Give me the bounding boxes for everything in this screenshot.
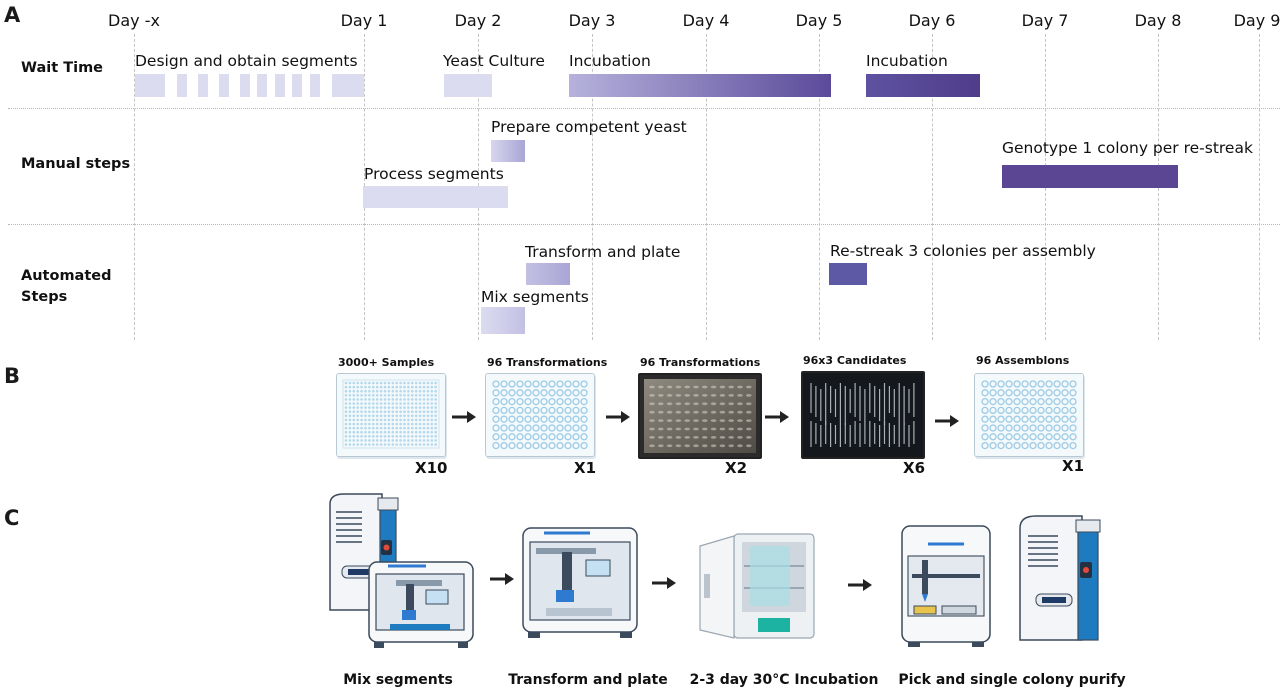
incubator-icon	[699, 533, 815, 639]
day-gridline	[819, 34, 820, 340]
arrow-right-icon	[606, 411, 630, 423]
task-incubation-1-label: Incubation	[569, 52, 651, 70]
panel-b-step-1-multiplier: X10	[415, 459, 448, 477]
arrow-right-icon	[452, 411, 476, 423]
task-prepare-competent-label: Prepare competent yeast	[491, 118, 687, 136]
task-process-segments-label: Process segments	[364, 165, 504, 183]
task-incubation-2-bar	[866, 74, 980, 97]
task-mix-segments-bar	[481, 307, 525, 334]
task-mix-segments-label: Mix segments	[481, 288, 589, 306]
arrow-right-icon	[490, 573, 514, 585]
day-label-5: Day 5	[795, 11, 843, 30]
day-label-1: Day 1	[340, 11, 388, 30]
panel-c-letter: C	[4, 506, 20, 530]
day-label-x: Day -x	[108, 11, 160, 30]
task-yeast-culture-bar	[444, 74, 492, 97]
day-label-4: Day 4	[682, 11, 730, 30]
day-gridline	[1259, 34, 1260, 340]
row-label-automated-steps: Automated Steps	[21, 268, 112, 305]
row-label-wait-time: Wait Time	[21, 60, 104, 76]
day-label-2: Day 2	[454, 11, 502, 30]
panel-c-step-1-label: Mix segments	[343, 672, 453, 688]
panel-b-step-2-multiplier: X1	[574, 459, 597, 477]
panel-b-step-5-multiplier: X1	[1062, 457, 1085, 475]
task-design-segments-bar	[135, 74, 364, 97]
panel-c-step-4-label: Pick and single colony purify	[898, 672, 1126, 688]
day-gridline	[932, 34, 933, 340]
liquid-handler-icon	[522, 527, 638, 638]
row-separator	[8, 108, 1280, 109]
liquid-handler-icon	[368, 561, 474, 648]
task-transform-plate-bar	[526, 263, 570, 285]
arrow-right-icon	[935, 415, 959, 427]
panel-b-step-3-title: 96 Transformations	[640, 356, 761, 369]
task-transform-plate-label: Transform and plate	[525, 243, 681, 261]
well-plate-96	[974, 373, 1084, 457]
task-yeast-culture-label: Yeast Culture	[443, 52, 545, 70]
panel-b-step-4-title: 96x3 Candidates	[803, 354, 907, 367]
task-design-segments-label: Design and obtain segments	[135, 52, 358, 70]
well-plate-384	[336, 373, 446, 457]
task-incubation-1-bar	[569, 74, 831, 97]
panel-b-letter: B	[4, 364, 21, 388]
task-genotype-bar	[1002, 165, 1178, 188]
day-gridline	[706, 34, 707, 340]
day-label-8: Day 8	[1134, 11, 1182, 30]
panel-b-step-1-title: 3000+ Samples	[338, 356, 435, 369]
panel-a-letter: A	[4, 3, 21, 27]
task-restreak-label: Re-streak 3 colonies per assembly	[830, 242, 1096, 260]
task-genotype-label: Genotype 1 colony per re-streak	[1002, 139, 1253, 157]
task-prepare-competent-bar	[491, 140, 525, 162]
arrow-right-icon	[848, 579, 872, 591]
task-incubation-2-label: Incubation	[866, 52, 948, 70]
task-process-segments-bar	[363, 186, 508, 208]
colony-plate-photo	[801, 371, 925, 459]
agar-plate-photo	[638, 373, 762, 459]
well-plate-96	[485, 373, 595, 457]
panel-c-step-3-label: 2-3 day 30°C Incubation	[689, 672, 879, 688]
row-label-manual-steps: Manual steps	[21, 156, 131, 172]
day-label-3: Day 3	[568, 11, 616, 30]
arrow-right-icon	[765, 411, 789, 423]
task-restreak-bar	[829, 263, 867, 285]
panel-b-step-5-title: 96 Assemblons	[976, 354, 1070, 367]
panel-b-step-2-title: 96 Transformations	[487, 356, 608, 369]
panel-b-step-4-multiplier: X6	[903, 459, 926, 477]
panel-b-step-3-multiplier: X2	[725, 459, 748, 477]
day-gridline	[592, 34, 593, 340]
arrow-right-icon	[652, 577, 676, 589]
day-label-6: Day 6	[908, 11, 956, 30]
day-label-7: Day 7	[1021, 11, 1069, 30]
day-label-9: Day 9	[1233, 11, 1280, 30]
row-separator	[8, 224, 1280, 225]
hamilton-instrument-icon	[1019, 515, 1101, 641]
panel-c-step-2-label: Transform and plate	[508, 672, 668, 688]
colony-picker-icon	[901, 525, 991, 647]
day-gridline	[134, 34, 135, 340]
